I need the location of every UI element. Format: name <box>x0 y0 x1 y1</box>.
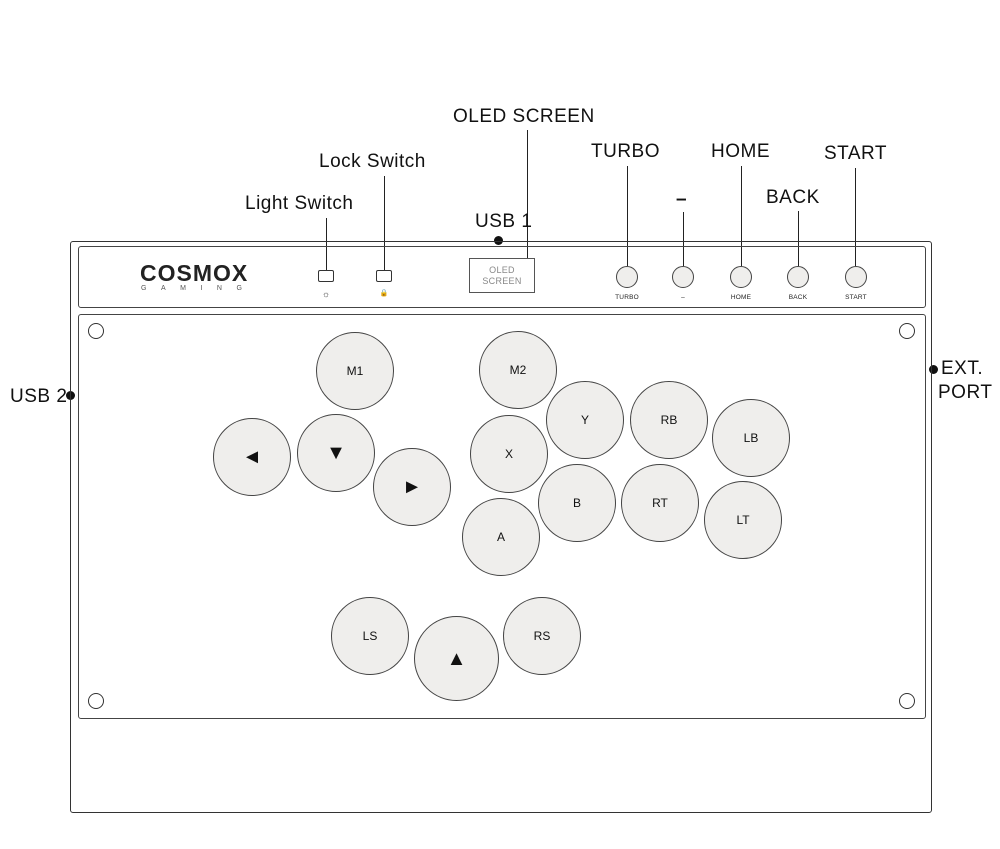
right-button[interactable]: ► <box>373 448 451 526</box>
rt-button[interactable]: RT <box>621 464 699 542</box>
callout-turbo: TURBO <box>591 141 660 162</box>
top-panel <box>78 246 926 308</box>
minus-button[interactable] <box>672 266 694 288</box>
oled-leader-line <box>527 130 529 258</box>
callout-usb2: USB 2 <box>10 386 68 407</box>
main-panel <box>78 314 926 719</box>
down-button[interactable]: ▼ <box>297 414 375 492</box>
start-leader-line <box>855 168 857 266</box>
callout-back: BACK <box>766 187 820 208</box>
oled-line2: SCREEN <box>482 276 522 286</box>
turbo-button[interactable] <box>616 266 638 288</box>
rb-label: RB <box>660 413 678 427</box>
callout-home: HOME <box>711 141 770 162</box>
left-button[interactable]: ◄ <box>213 418 291 496</box>
rs-label: RS <box>533 629 551 643</box>
lb-button[interactable]: LB <box>712 399 790 477</box>
callout-start: START <box>824 143 888 164</box>
screw-top-right <box>899 323 915 339</box>
a-button[interactable]: A <box>462 498 540 576</box>
b-button[interactable]: B <box>538 464 616 542</box>
callout-minus: – <box>676 189 688 210</box>
brand-logo: COSMOX <box>140 260 249 286</box>
lock-icon: 🔒 <box>379 290 389 297</box>
ls-label: LS <box>362 629 378 643</box>
lb-label: LB <box>743 431 759 445</box>
x-button[interactable]: X <box>470 415 548 493</box>
m2-label: M2 <box>509 363 527 377</box>
home-label: HOME <box>730 294 752 301</box>
rb-button[interactable]: RB <box>630 381 708 459</box>
right-arrow-icon: ► <box>402 476 422 498</box>
m1-label: M1 <box>346 364 364 378</box>
lt-button[interactable]: LT <box>704 481 782 559</box>
a-label: A <box>496 530 505 544</box>
turbo-leader-line <box>627 166 629 266</box>
back-label: BACK <box>788 294 808 301</box>
m1-button[interactable]: M1 <box>316 332 394 410</box>
b-label: B <box>572 496 581 510</box>
start-button[interactable] <box>845 266 867 288</box>
screw-bottom-right <box>899 693 915 709</box>
start-label: START <box>845 294 867 301</box>
device-outline <box>70 241 932 813</box>
home-button[interactable] <box>730 266 752 288</box>
screw-bottom-left <box>88 693 104 709</box>
back-button[interactable] <box>787 266 809 288</box>
minus-label: – <box>681 294 685 301</box>
callout-ext-line2: PORT <box>938 382 993 403</box>
up-button[interactable]: ▲ <box>414 616 499 701</box>
usb1-dot <box>494 236 503 245</box>
callout-ext-line1: EXT. <box>941 358 984 379</box>
lock-leader-line <box>384 176 386 270</box>
home-leader-line <box>741 166 743 266</box>
brand-logo-sub: GAMING <box>141 285 257 292</box>
light-icon: ☼ <box>321 289 331 299</box>
callout-light-switch: Light Switch <box>245 193 354 214</box>
screw-top-left <box>88 323 104 339</box>
rt-label: RT <box>652 496 668 510</box>
y-label: Y <box>580 413 589 427</box>
ext-port-dot <box>929 365 938 374</box>
m2-button[interactable]: M2 <box>479 331 557 409</box>
light-leader-line <box>326 218 328 270</box>
y-button[interactable]: Y <box>546 381 624 459</box>
minus-leader-line <box>683 212 685 266</box>
rs-button[interactable]: RS <box>503 597 581 675</box>
light-switch[interactable] <box>318 270 334 282</box>
left-arrow-icon: ◄ <box>242 446 262 468</box>
ls-button[interactable]: LS <box>331 597 409 675</box>
turbo-label: TURBO <box>615 294 639 301</box>
callout-oled-screen: OLED SCREEN <box>453 106 595 127</box>
lock-switch[interactable] <box>376 270 392 282</box>
lt-label: LT <box>736 513 750 527</box>
oled-screen: OLED SCREEN <box>469 258 535 293</box>
up-arrow-icon: ▲ <box>446 647 467 670</box>
x-label: X <box>504 447 513 461</box>
down-arrow-icon: ▼ <box>326 442 346 464</box>
oled-line1: OLED <box>489 265 515 275</box>
callout-lock-switch: Lock Switch <box>319 151 426 172</box>
callout-usb1: USB 1 <box>475 211 533 232</box>
back-leader-line <box>798 211 800 266</box>
